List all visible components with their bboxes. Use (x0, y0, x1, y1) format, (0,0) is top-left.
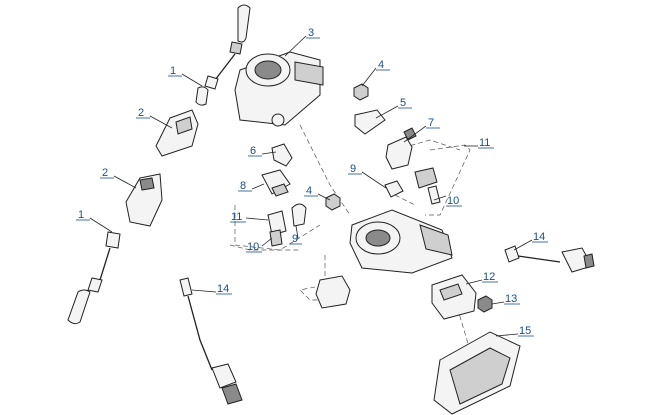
callout-11b: 11 (230, 211, 269, 223)
callout-label: 4 (306, 185, 312, 197)
callout-4a: 4 (361, 59, 390, 87)
callout-label: 11 (231, 211, 242, 223)
callout-label: 7 (428, 117, 434, 129)
callout-8: 8 (238, 180, 265, 192)
callout-15: 15 (495, 325, 534, 337)
lower-elbow (315, 275, 351, 309)
callout-label: 4 (378, 59, 384, 71)
callout-label: 5 (400, 97, 406, 109)
callout-5: 5 (375, 97, 412, 119)
part-5-bracket (354, 109, 386, 135)
callout-3: 3 (284, 27, 320, 57)
callout-label: 8 (240, 180, 246, 192)
callout-label: 1 (170, 65, 176, 77)
intake-manifold (349, 209, 453, 274)
part-7-sensor (385, 127, 417, 170)
callout-label: 11 (479, 137, 490, 149)
callout-label: 10 (447, 195, 459, 207)
callout-6: 6 (248, 145, 277, 157)
callout-9b: 9 (290, 225, 302, 245)
callout-12: 12 (465, 271, 498, 285)
part-14-sensor-right (504, 245, 595, 273)
part-11-injector-left (267, 210, 287, 247)
callout-11a: 11 (464, 137, 494, 149)
part-4-bolt-lower (325, 193, 341, 211)
part-9-spacer-upper (384, 180, 404, 198)
callout-label: 12 (483, 271, 495, 283)
callout-label: 14 (217, 283, 229, 295)
part-9-spacer-lower (291, 203, 307, 227)
callout-label: 3 (308, 27, 314, 39)
callout-13: 13 (491, 293, 520, 305)
callout-14b: 14 (191, 283, 232, 295)
callout-label: 10 (247, 241, 259, 253)
callout-1a: 1 (168, 65, 203, 87)
callout-4b: 4 (304, 185, 331, 201)
callout-10a: 10 (433, 195, 462, 207)
callout-1b: 1 (76, 209, 113, 233)
part-15-ecu (433, 331, 521, 415)
part-6-clip (271, 143, 293, 167)
callout-7: 7 (403, 117, 440, 143)
part-2-ignition-coil-lower (125, 173, 163, 227)
callout-10b: 10 (246, 237, 273, 253)
callout-label: 1 (78, 209, 84, 221)
part-8-injector-clip (261, 169, 291, 197)
part-1-spark-cap-lower (67, 231, 121, 325)
part-12-module (431, 274, 477, 320)
callout-2a: 2 (136, 107, 173, 129)
callout-label: 15 (519, 325, 531, 337)
callout-label: 6 (250, 145, 256, 157)
part-10-injector-right (414, 167, 441, 205)
callout-label: 13 (505, 293, 517, 305)
part-2-ignition-coil-upper (155, 109, 199, 157)
part-3-throttle-body (234, 51, 324, 127)
callout-label: 14 (533, 231, 545, 243)
part-1-spark-cap-upper (195, 4, 251, 106)
callout-label: 9 (292, 233, 298, 245)
part-4-bolt-upper (353, 83, 369, 101)
callout-label: 2 (138, 107, 144, 119)
callout-label: 2 (102, 167, 108, 179)
callout-14a: 14 (513, 231, 548, 251)
part-13-nut (477, 295, 493, 313)
callout-label: 9 (350, 163, 356, 175)
callout-9a: 9 (348, 163, 387, 189)
callout-2b: 2 (100, 167, 137, 189)
part-14-sensor-left (179, 277, 243, 405)
